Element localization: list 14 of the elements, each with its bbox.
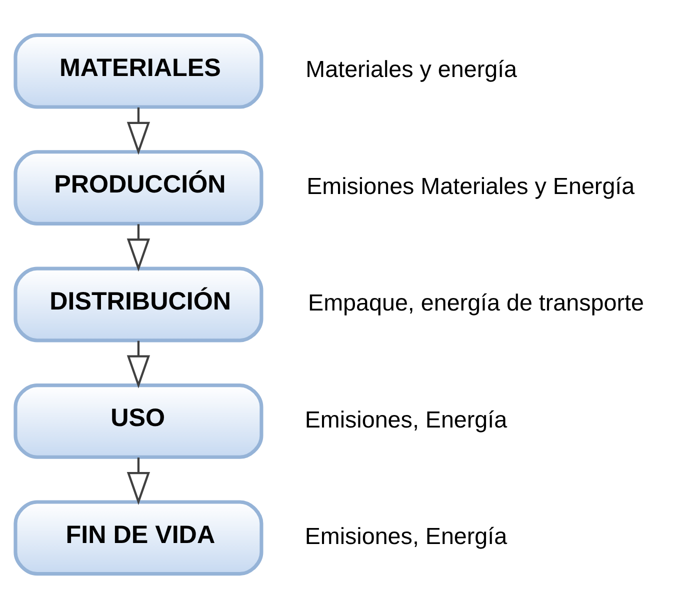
node-box: FIN DE VIDA [14,500,264,576]
node-label: Materiales y energía [306,56,518,82]
node-label: Emisiones, Energía [304,406,508,432]
node-label: Empaque, energía de transporte [308,289,644,316]
node-box: DISTRIBUCIÓN [14,266,264,342]
arrow [126,106,150,154]
arrow [126,340,150,388]
arrow [126,457,150,505]
node-box: MATERIALES [14,32,264,108]
arrow [126,224,150,272]
node-label: Emisiones, Energía [304,522,508,549]
node-box: USO [14,383,264,458]
node-label: Emisiones Materiales y Energía [306,172,635,198]
node-box: PRODUCCIÓN [14,150,264,225]
